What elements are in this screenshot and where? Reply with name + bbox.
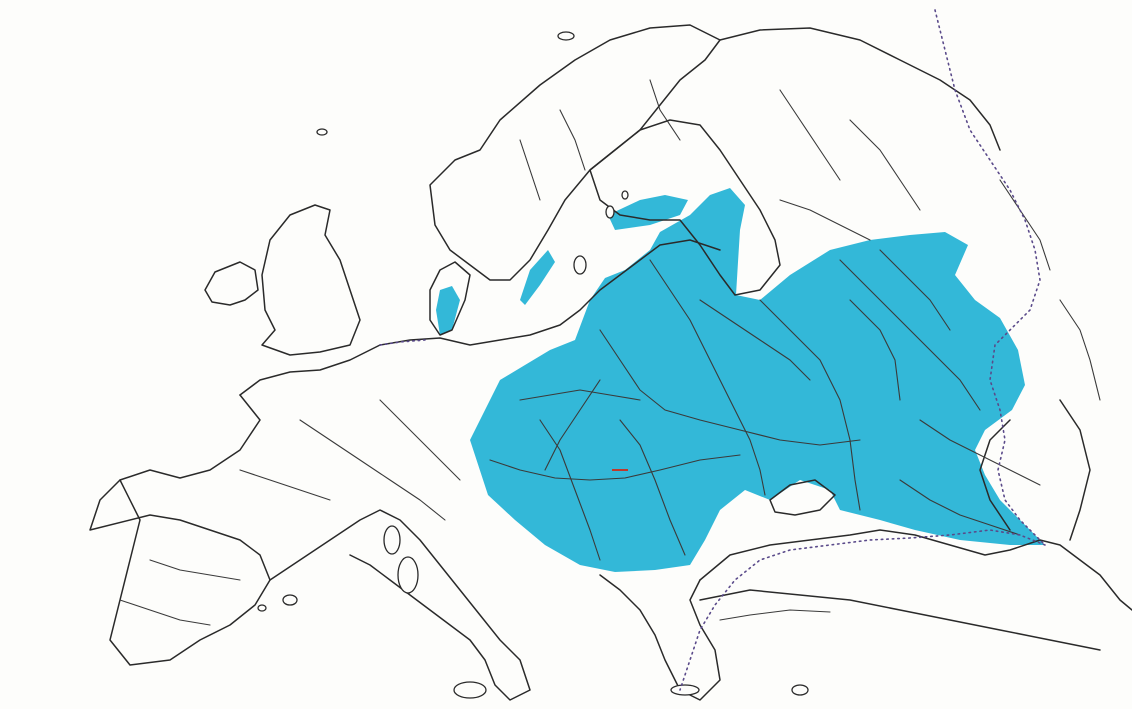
coastlines	[89, 24, 1132, 701]
highlight-finland-coast	[608, 195, 688, 230]
highlight-main	[470, 188, 1045, 572]
dotted-boundaries	[379, 9, 1046, 691]
islands	[257, 31, 809, 699]
highlight-denmark	[436, 286, 460, 335]
highlighted-region	[436, 188, 1045, 572]
highlight-sweden-coast	[520, 250, 555, 305]
rivers	[119, 79, 1101, 626]
